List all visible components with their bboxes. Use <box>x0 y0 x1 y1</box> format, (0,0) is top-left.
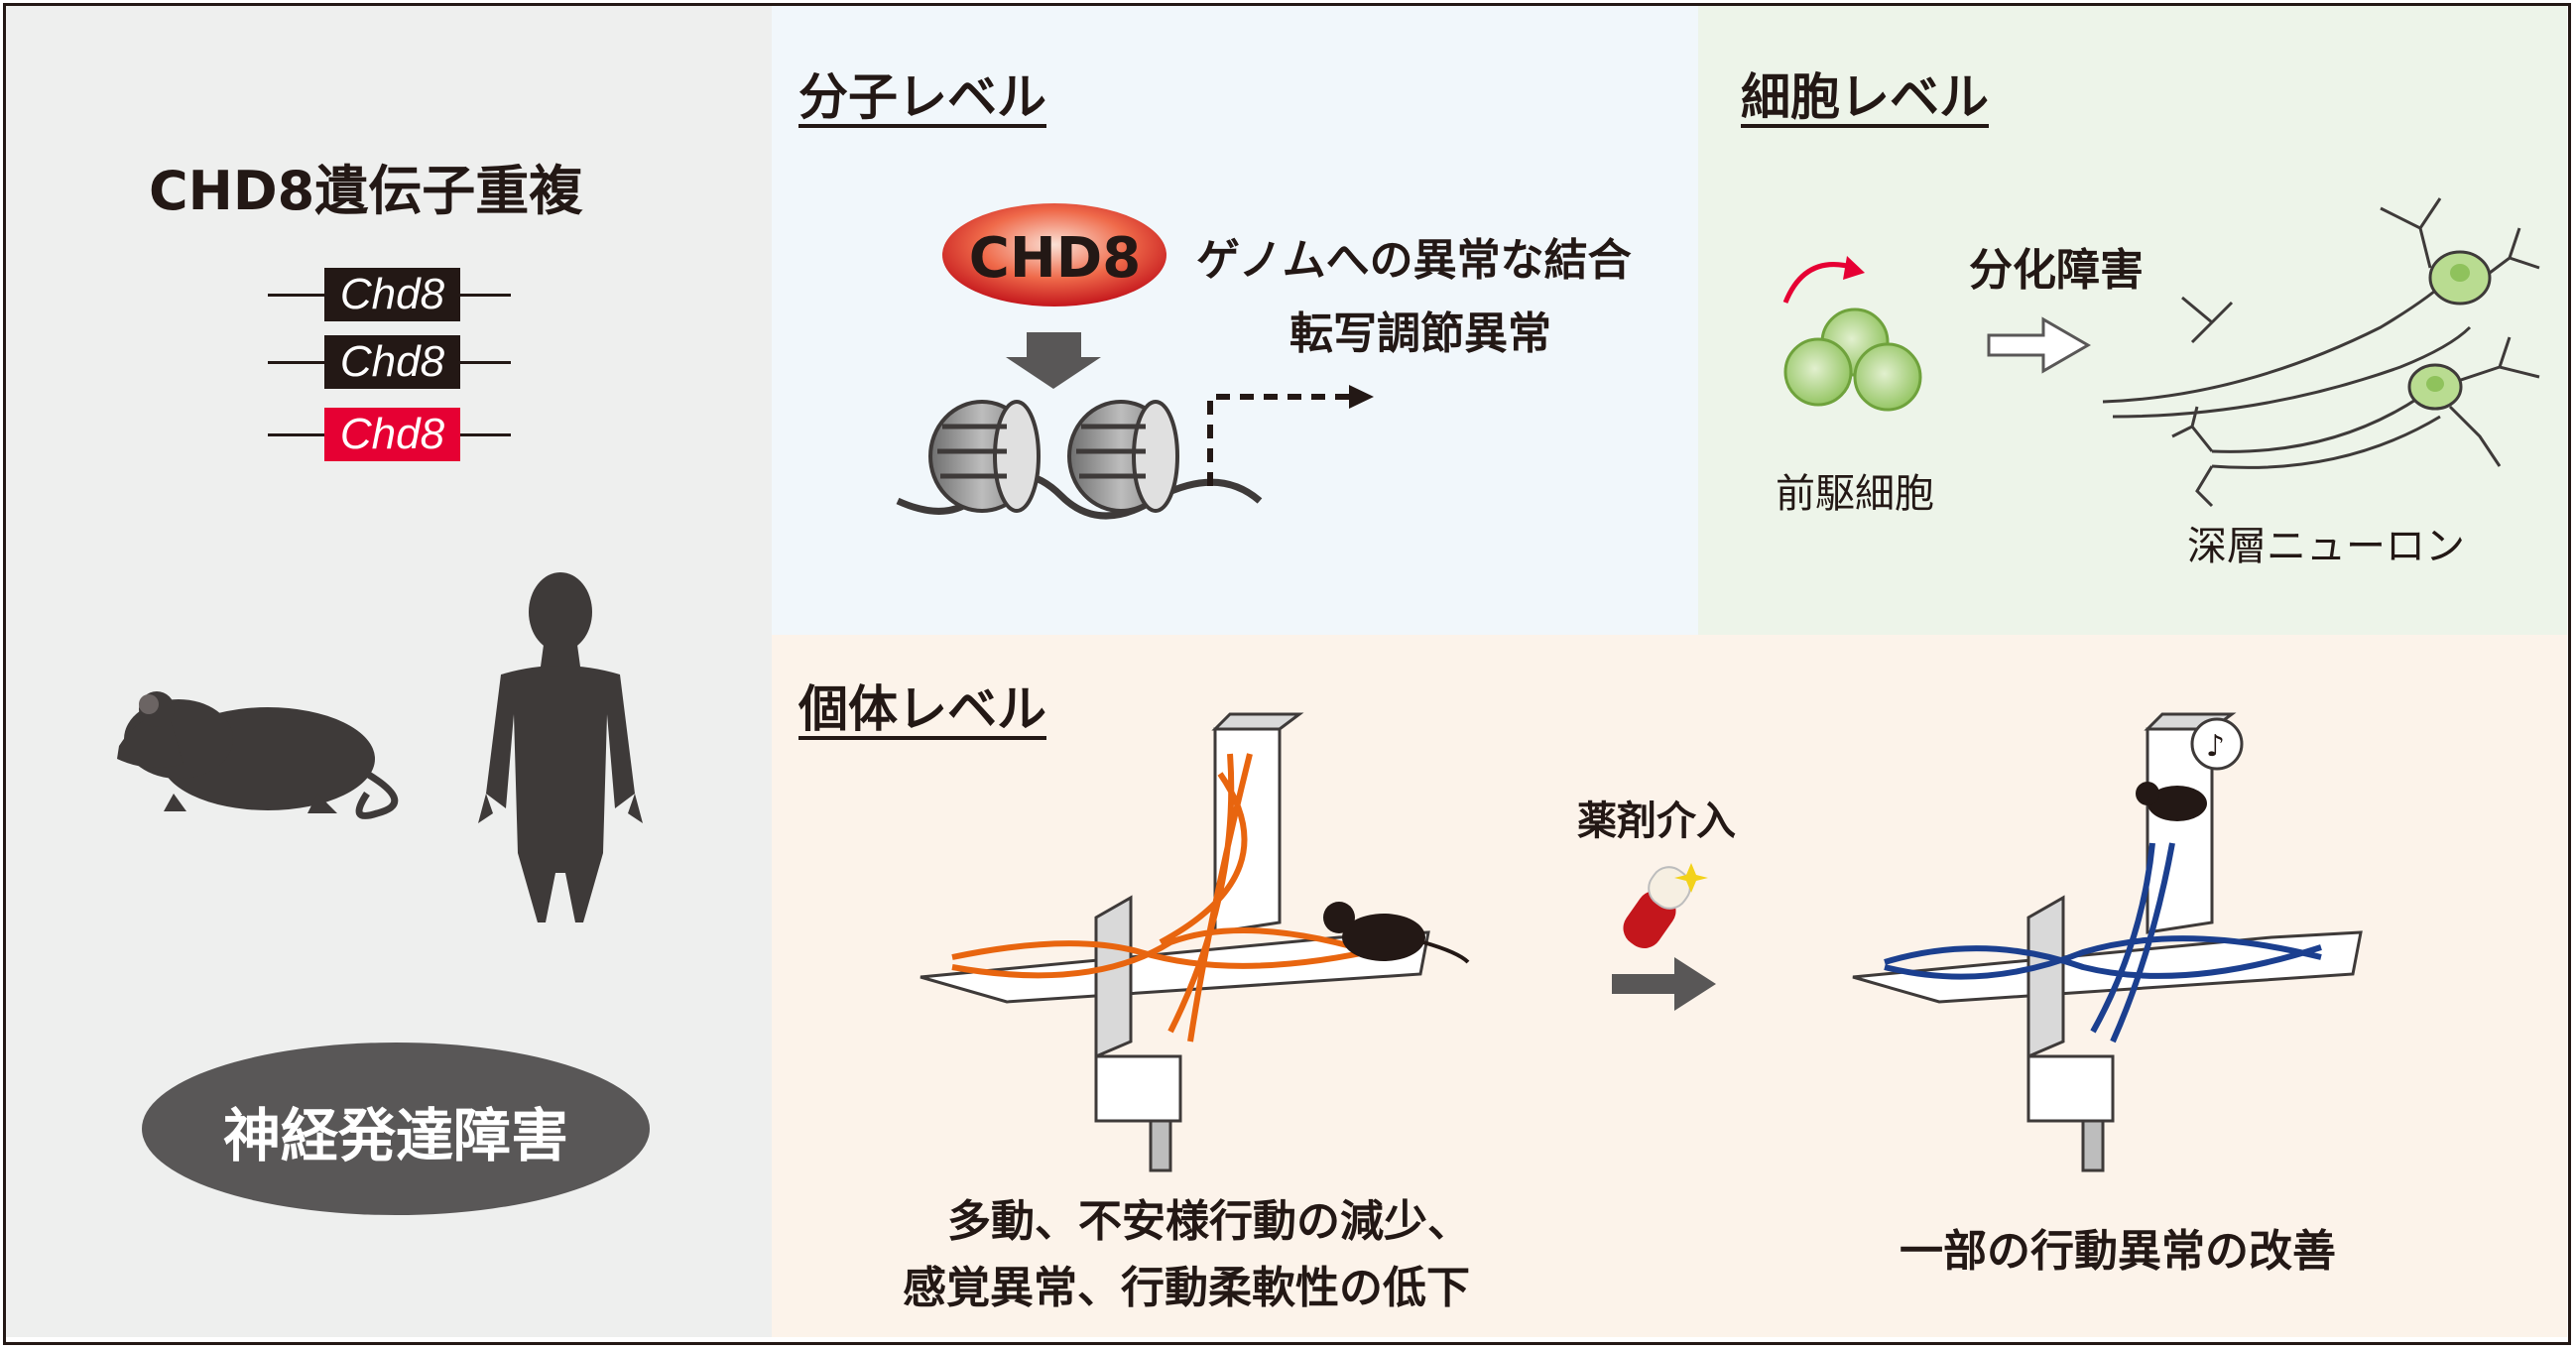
disorder-ellipse <box>142 1043 650 1215</box>
gene-box-2: Chd8 <box>324 335 460 389</box>
after-outcome: 一部の行動異常の改善 <box>1900 1226 2336 1277</box>
svg-text:♪: ♪ <box>2206 729 2225 764</box>
before-outcome-line1: 多動、不安様行動の減少、 <box>947 1196 1471 1247</box>
chd8-protein-oval <box>942 203 1166 307</box>
molecular-line1: ゲノムへの異常な結合 <box>1196 235 1632 286</box>
figure-frame <box>3 3 2571 1345</box>
gene-box-3: Chd8 <box>324 408 460 461</box>
progenitor-label: 前駆細胞 <box>1776 471 1934 517</box>
duplication-title: CHD8遺伝子重複 <box>149 160 583 222</box>
cross-maze-after-icon: ♪ <box>1852 712 2363 1172</box>
mouse-icon <box>117 691 399 819</box>
human-icon <box>478 572 643 922</box>
gene-box-1: Chd8 <box>324 268 460 321</box>
progenitor-cells-icon <box>1782 256 1922 412</box>
neuron-icon <box>2102 197 2540 508</box>
individual-title: 個体レベル <box>798 680 1046 738</box>
transcription-arrow <box>1207 394 1354 486</box>
cellular-process: 分化障害 <box>1969 245 2144 296</box>
cross-maze-icon <box>920 712 1470 1172</box>
molecular-line2: 転写調節異常 <box>1289 308 1551 359</box>
panel-molecular <box>772 6 1698 635</box>
intervention-label: 薬剤介入 <box>1577 798 1736 844</box>
intervention-arrow <box>1612 957 1716 1011</box>
neuron-label: 深層ニューロン <box>2187 524 2465 569</box>
cellular-title: 細胞レベル <box>1741 68 1989 126</box>
nucleosome-icon <box>896 400 1263 520</box>
drug-capsule-icon <box>1623 863 1708 948</box>
molecular-title: 分子レベル <box>798 68 1046 126</box>
music-note-icon <box>2190 717 2244 771</box>
before-outcome-line2: 感覚異常、行動柔軟性の低下 <box>903 1263 1470 1313</box>
differentiation-arrow <box>1987 316 2091 374</box>
down-arrow <box>1006 332 1101 389</box>
disorder-label: 神経発達障害 <box>222 1102 568 1169</box>
chd8-protein-label: CHD8 <box>968 226 1142 291</box>
